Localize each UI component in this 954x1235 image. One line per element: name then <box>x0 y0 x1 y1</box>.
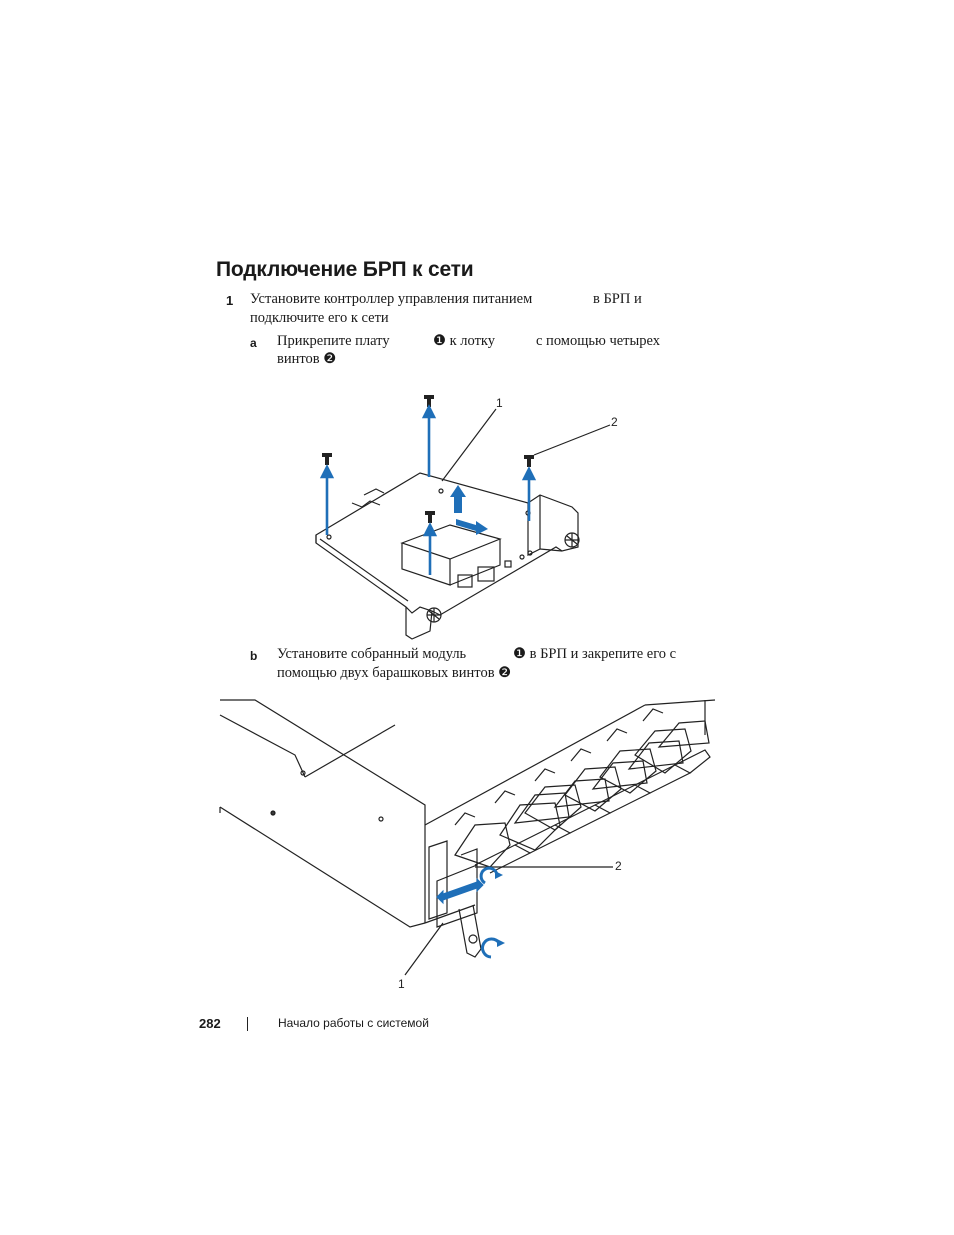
substep-a-text-line2: винтов ❷ <box>277 351 337 367</box>
substep-a-text-b: ❶ к лотку <box>433 333 496 349</box>
footer-separator <box>247 1017 248 1031</box>
figure-module-into-pdu: 2 1 <box>219 699 716 991</box>
figure-board-to-tray: 1 2 <box>315 395 618 640</box>
step1-text-line2: подключите его к сети <box>250 310 389 326</box>
page-title: Подключение БРП к сети <box>216 258 474 281</box>
figure1-callout-1: 1 <box>496 396 503 410</box>
substep-letter-b: b <box>250 649 258 663</box>
figure1-callout-2: 2 <box>611 415 618 429</box>
substep-b-text-b: ❶ в БРП и закрепите его с <box>513 646 677 662</box>
substep-a-text-c: с помощью четырех <box>536 333 661 349</box>
substep-letter-a: a <box>250 336 257 350</box>
step-number: 1 <box>226 293 234 308</box>
substep-b-text-a: Установите собранный модуль <box>277 646 467 662</box>
step1-text-a: Установите контроллер управления питание… <box>250 291 533 307</box>
footer-section-title: Начало работы с системой <box>278 1016 429 1030</box>
figure2-callout-1: 1 <box>398 977 405 991</box>
step1-text-b: в БРП и <box>593 291 642 307</box>
figure2-callout-2: 2 <box>615 859 622 873</box>
substep-b-text-line2: помощью двух барашковых винтов ❷ <box>277 665 512 681</box>
substep-a-text-a: Прикрепите плату <box>277 333 390 349</box>
page-number: 282 <box>199 1016 221 1031</box>
